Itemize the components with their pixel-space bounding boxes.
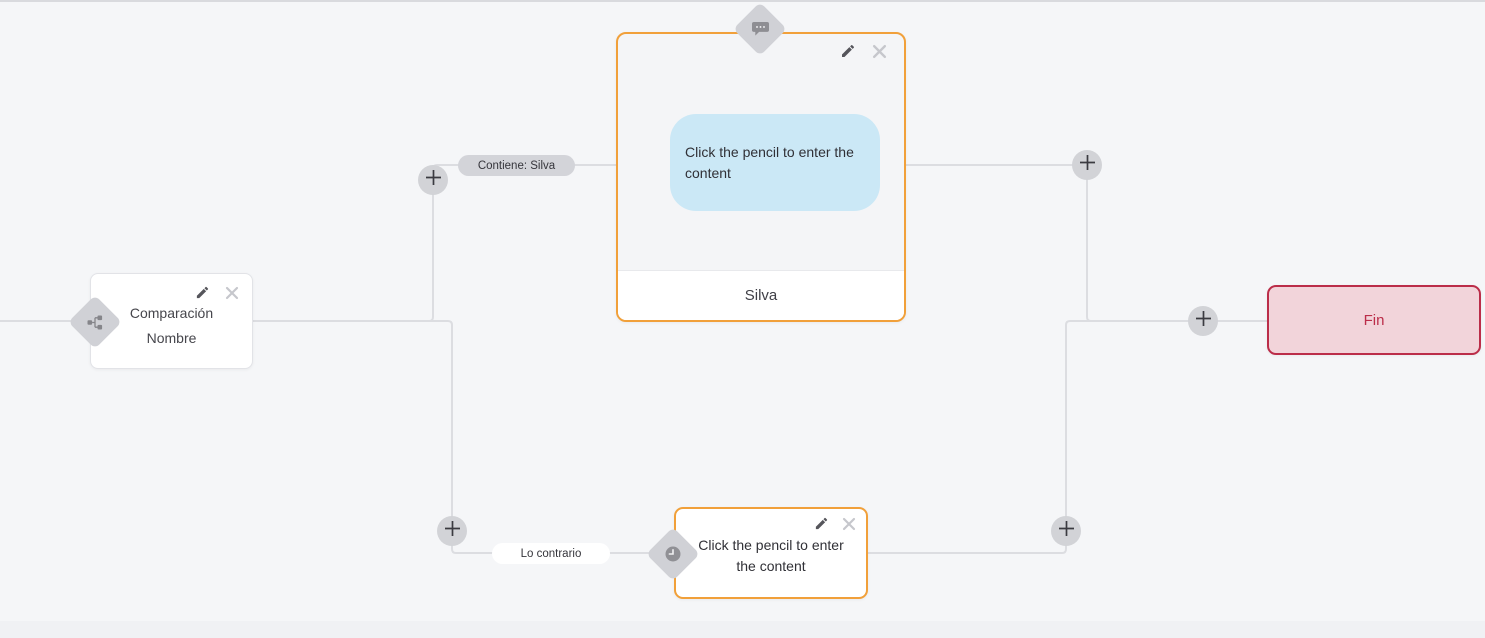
condition-subtitle: Nombre: [146, 330, 197, 346]
condition-title: Comparación: [129, 305, 214, 321]
pencil-icon[interactable]: [195, 285, 210, 300]
message-node[interactable]: Click the pencil to enter the content Si…: [616, 32, 906, 322]
close-icon[interactable]: [872, 44, 887, 59]
wait-type-badge: [646, 527, 700, 581]
pencil-icon[interactable]: [814, 516, 829, 531]
plus-icon: [1195, 310, 1212, 332]
pencil-icon[interactable]: [840, 43, 856, 59]
plus-icon: [1079, 154, 1096, 176]
end-node-label: Fin: [1363, 311, 1385, 329]
node-actions: [195, 285, 239, 300]
message-footer: Silva: [618, 270, 904, 320]
wait-node[interactable]: Click the pencil to enter the content: [674, 507, 868, 599]
plus-icon: [1058, 520, 1075, 542]
add-node-button-before-end[interactable]: [1188, 306, 1218, 336]
wait-node-text: Click the pencil to enter the content: [698, 537, 844, 574]
edge-condition-to-wait: [429, 320, 678, 554]
plus-icon: [444, 520, 461, 542]
node-actions: [814, 516, 856, 531]
add-node-button-top-right[interactable]: [1072, 150, 1102, 180]
message-bubble-text: Click the pencil to enter the content: [685, 144, 854, 181]
edge-message-to-end: [906, 164, 1269, 322]
edge-label-otherwise: Lo contrario: [492, 543, 610, 564]
add-node-button-bottom-right[interactable]: [1051, 516, 1081, 546]
close-icon[interactable]: [225, 286, 239, 300]
sitemap-icon: [76, 303, 114, 341]
edge-label-contains: Contiene: Silva: [458, 155, 575, 176]
chat-bubble-icon: [741, 10, 779, 48]
plus-icon: [425, 169, 442, 191]
end-node[interactable]: Fin: [1267, 285, 1481, 355]
add-node-button-top-left[interactable]: [418, 165, 448, 195]
message-type-badge: [733, 2, 787, 56]
message-footer-label: Silva: [744, 287, 778, 304]
clock-icon: [654, 535, 692, 573]
node-actions: [840, 43, 887, 59]
condition-type-badge: [68, 295, 122, 349]
close-icon[interactable]: [842, 517, 856, 531]
canvas-bottom-strip: [0, 621, 1485, 638]
add-node-button-bottom-left[interactable]: [437, 516, 467, 546]
message-bubble: Click the pencil to enter the content: [670, 114, 880, 211]
